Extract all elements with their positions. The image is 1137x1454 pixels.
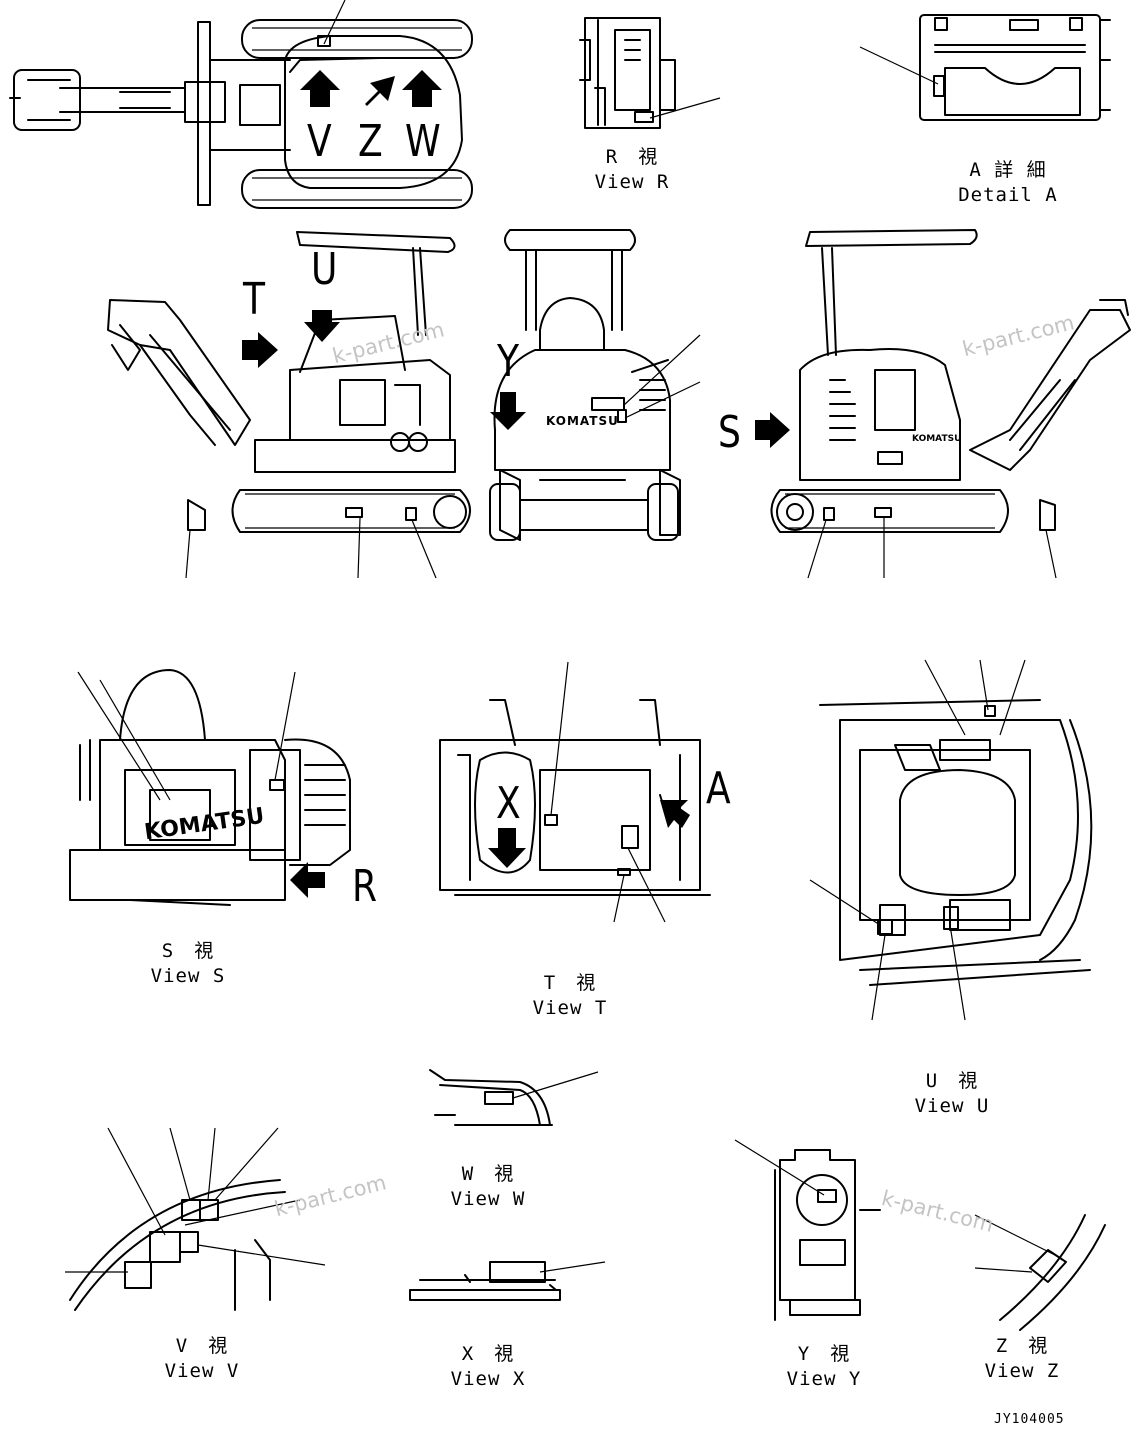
view-z-drawing <box>974 1214 1106 1331</box>
marker-v: V <box>307 116 332 167</box>
view-z-label-jp: Z 視 <box>995 1335 1049 1357</box>
front-view <box>489 229 701 541</box>
view-w-label-en: View W <box>450 1188 526 1210</box>
view-x-label-jp: X 視 <box>461 1343 515 1365</box>
marker-x: X <box>496 778 521 829</box>
detail-a-label-jp: A 詳 細 <box>969 159 1047 181</box>
marker-y: Y <box>497 336 520 387</box>
marker-t: T <box>243 274 266 325</box>
view-t-label-jp: T 視 <box>543 972 597 994</box>
view-r-drawing <box>579 17 721 129</box>
marker-z: Z <box>358 116 383 167</box>
top-plan-view <box>9 0 473 209</box>
view-y-label-jp: Y 視 <box>797 1343 851 1365</box>
view-r-label-en: View R <box>594 171 670 193</box>
marker-r: R <box>352 861 378 912</box>
view-z-label-en: View Z <box>984 1360 1060 1382</box>
view-w-drawing <box>429 1069 599 1126</box>
detail-a-drawing <box>859 14 1111 121</box>
left-side-view <box>107 231 471 579</box>
view-w-label-jp: W 視 <box>461 1163 515 1185</box>
side-brand-decal: KOMATSU <box>912 434 962 444</box>
detail-a-label-en: Detail A <box>958 184 1058 206</box>
marker-a: A <box>706 763 731 814</box>
marker-w: W <box>405 116 441 167</box>
view-x-label-en: View X <box>450 1368 526 1390</box>
view-t-label-en: View T <box>532 997 608 1019</box>
marker-s: S <box>718 407 741 458</box>
view-s-label-en: View S <box>150 965 226 987</box>
view-v-drawing <box>65 1127 326 1311</box>
marker-u: U <box>311 244 338 295</box>
view-y-label-en: View Y <box>786 1368 862 1390</box>
view-u-label-en: View U <box>914 1095 990 1117</box>
view-u-drawing <box>809 659 1093 1021</box>
view-v-label-en: View V <box>164 1360 240 1382</box>
view-u-label-jp: U 視 <box>925 1070 979 1092</box>
view-s-drawing <box>69 669 351 906</box>
view-v-label-jp: V 視 <box>175 1335 229 1357</box>
right-side-view <box>755 229 1131 579</box>
view-y-drawing <box>734 1139 881 1321</box>
view-t-drawing <box>439 661 711 923</box>
view-r-label-jp: R 視 <box>605 146 659 168</box>
view-s-label-jp: S 視 <box>161 940 215 962</box>
front-brand-decal: KOMATSU <box>546 414 619 428</box>
view-x-drawing <box>409 1261 606 1301</box>
drawing-code: JY104005 <box>994 1412 1065 1427</box>
